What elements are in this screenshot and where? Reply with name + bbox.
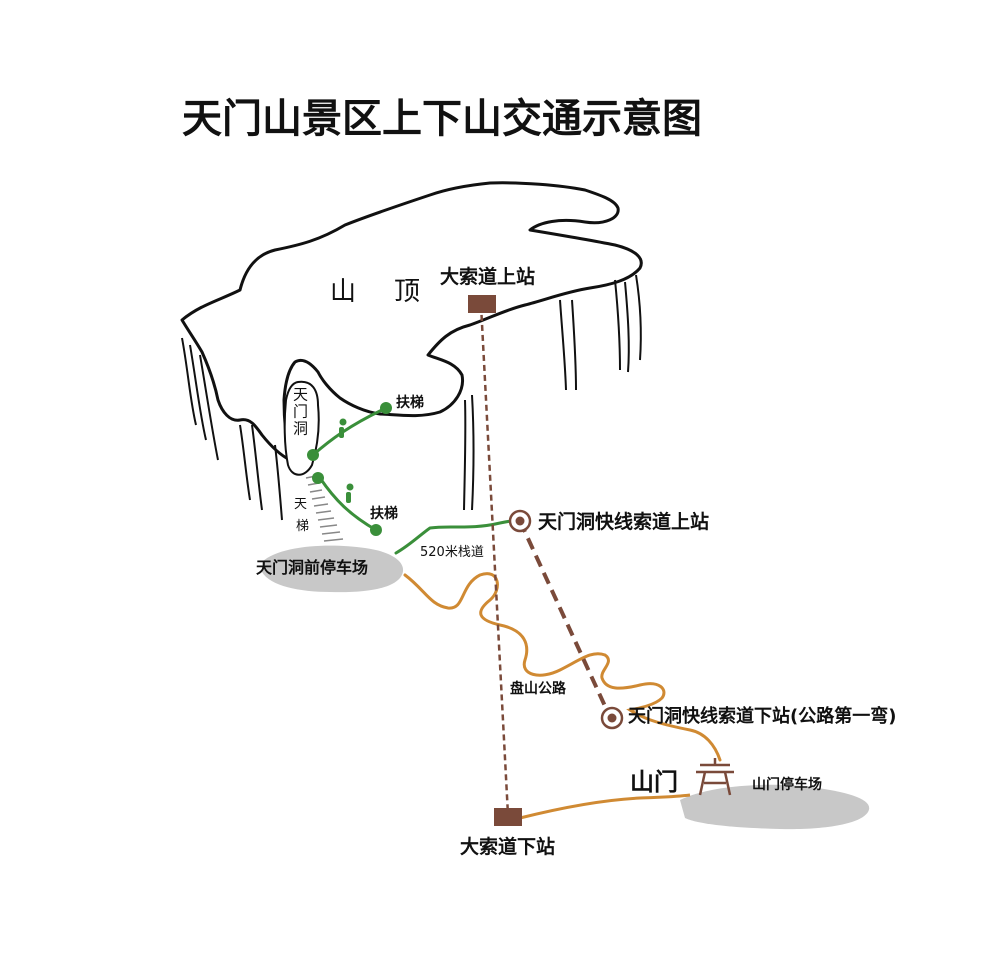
front-parking-area [262,545,404,593]
escalator-upper-label: 扶梯 [396,394,424,411]
fast-cable-bottom-label: 天门洞快线索道下站(公路第一弯) [628,705,896,727]
mountain-gate-icon [696,758,734,796]
big-cable-top-label: 大索道上站 [440,265,535,288]
stairs-label-ti: 梯 [296,519,309,534]
map-title: 天门山景区上下山交通示意图 [182,96,702,142]
summit-label-shan: 山 [330,277,356,307]
big-cable-top-station [468,295,496,313]
fast-cable-line [518,520,612,718]
escalator-person-icon [339,418,354,503]
gate-parking-area [680,784,870,830]
big-cable-bottom-label: 大索道下站 [460,835,555,858]
escalator-nodes [307,402,392,536]
road-to-cable-bottom [519,793,691,820]
gate-parking-label: 山门停车场 [752,776,822,793]
mountain-gate-label: 山门 [630,768,678,796]
stairs-label-tian: 天 [294,497,307,512]
plank-road-label: 520米栈道 [420,545,484,560]
front-parking-label: 天门洞前停车场 [256,558,368,577]
summit-label-ding: 顶 [394,277,420,307]
fast-cable-bottom-station [600,706,624,730]
winding-road [403,572,722,762]
cliff-lines [181,274,642,521]
big-cable-line [479,304,510,816]
escalator-lower-label: 扶梯 [370,505,398,522]
escalator-route [311,406,522,555]
tianmen-cave-label: 天门洞 [291,387,309,438]
winding-road-label: 盘山公路 [510,680,567,697]
fast-cable-top-label: 天门洞快线索道上站 [538,510,709,533]
fast-cable-top-station [508,509,532,533]
big-cable-bottom-station [494,808,522,826]
